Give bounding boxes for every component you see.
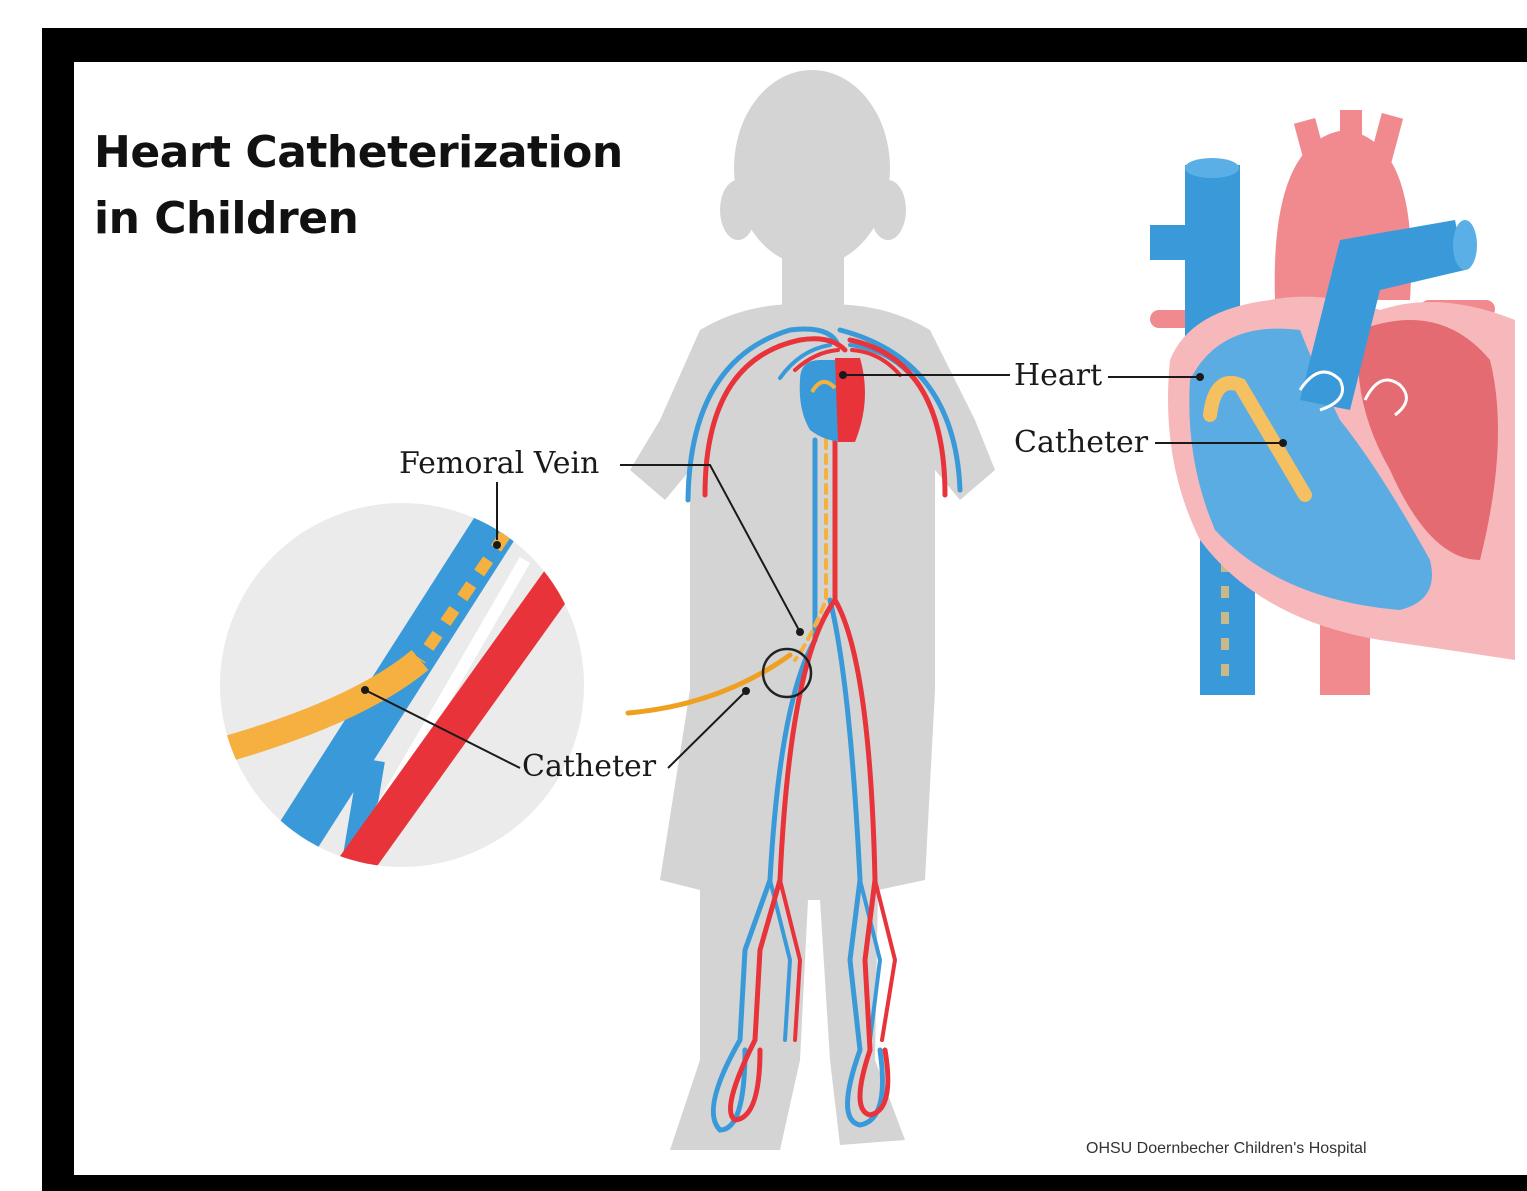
title-line-1: Heart Catheterization (94, 120, 623, 186)
label-catheter-heart: Catheter (1014, 425, 1148, 461)
label-heart: Heart (1014, 358, 1102, 394)
zoom-detail (220, 503, 584, 880)
label-femoral-vein: Femoral Vein (399, 446, 599, 482)
large-heart (1150, 110, 1515, 695)
label-catheter-zoom: Catheter (522, 749, 656, 785)
diagram-title: Heart Catheterization in Children (94, 120, 623, 252)
title-line-2: in Children (94, 186, 623, 252)
image-credit: OHSU Doernbecher Children's Hospital (1086, 1140, 1367, 1158)
